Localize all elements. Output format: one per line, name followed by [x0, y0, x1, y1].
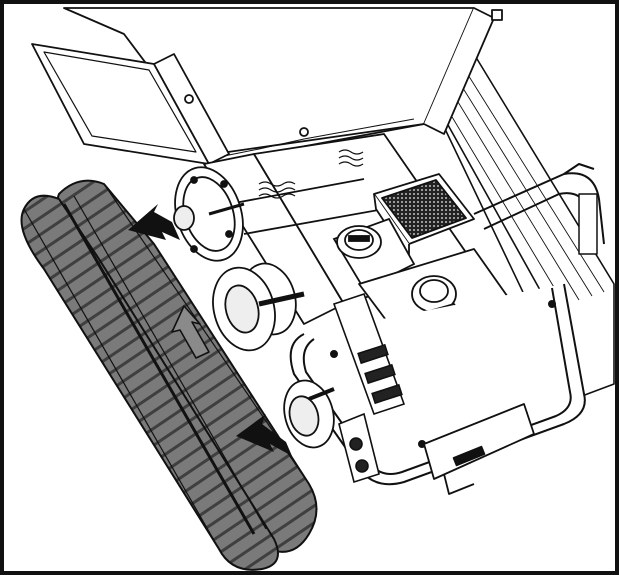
- rear-bracket: [423, 403, 535, 495]
- suspension-spring-left: [258, 181, 296, 199]
- arrow-lower-track-off: [236, 414, 292, 456]
- chassis-frame: [203, 133, 475, 325]
- road-wheel-lower: [283, 379, 335, 449]
- arrow-middle-lift: [171, 305, 210, 359]
- road-wheel-middle: [212, 262, 305, 352]
- dump-hopper: [31, 7, 503, 165]
- drive-sprocket-hub: [173, 166, 245, 262]
- arrow-upper-track-off: [128, 204, 180, 240]
- control-handlebar: [473, 163, 605, 255]
- hydraulic-valves: [332, 292, 406, 484]
- fuel-tank: [332, 217, 416, 291]
- suspension-spring-right: [338, 149, 364, 167]
- track-removal-illustration: [20, 7, 615, 571]
- rubber-track: [20, 179, 318, 571]
